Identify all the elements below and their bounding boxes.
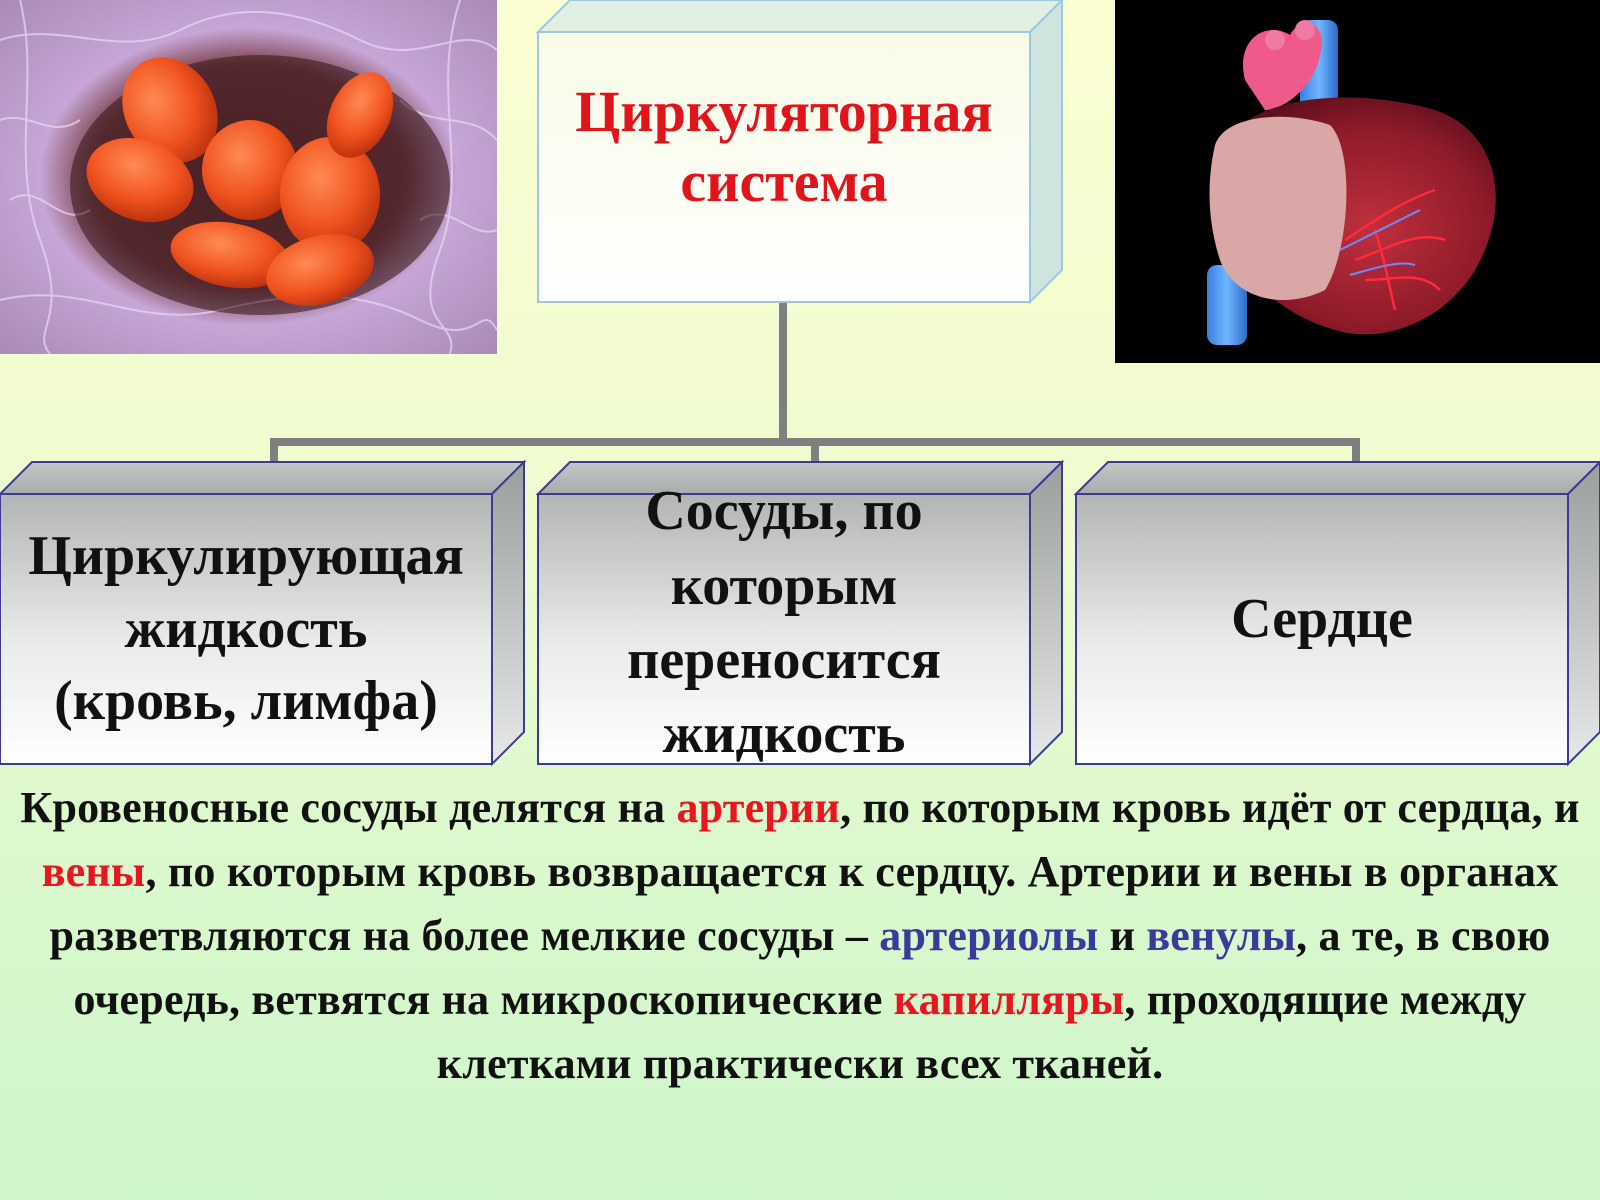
label-line: (кровь, лимфа) — [54, 670, 438, 733]
child-box-heart: Сердце — [1073, 460, 1600, 767]
label-line: Сосуды, по — [645, 480, 923, 543]
label-line: жидкость — [662, 703, 906, 766]
root-box-title: Циркуляторная система — [538, 32, 1030, 262]
description-text: , по которым кровь возвращается к сердцу… — [49, 847, 1559, 960]
child-box-label: Циркулирующая жидкость (кровь, лимфа) — [0, 494, 502, 764]
term-arterioles: артериолы — [879, 911, 1099, 960]
description-text: , проходящие между клетками практически … — [436, 975, 1527, 1088]
term-arteries: артерии — [676, 783, 841, 832]
red-blood-cells-image — [0, 0, 497, 354]
term-veins: вены — [41, 847, 146, 896]
heart-image — [1115, 0, 1600, 363]
description-text: Кровеносные сосуды делятся на — [20, 783, 677, 832]
label-line: переносится — [627, 629, 941, 691]
description-text: , по которым кровь идёт от сердца, и — [840, 783, 1580, 832]
root-box-circulatory-system: Циркуляторная система — [535, 0, 1064, 305]
term-venules: венулы — [1146, 911, 1297, 960]
child-box-label: Сосуды, по которым переносится жидкость — [538, 480, 1030, 765]
root-title-line-2: система — [680, 149, 888, 214]
label-line: жидкость — [124, 597, 368, 660]
label-line: которым — [670, 554, 898, 617]
description-paragraph: Кровеносные сосуды делятся на артерии, п… — [18, 776, 1582, 1096]
root-title-line-1: Циркуляторная — [575, 79, 993, 145]
description-text: , а те, в свою очередь, ветвятся на микр… — [73, 911, 1551, 1024]
label-line: Сердце — [1231, 587, 1413, 650]
term-capillaries: капилляры — [893, 975, 1125, 1024]
description-text: и — [1098, 911, 1147, 960]
child-box-label: Сердце — [1076, 484, 1568, 754]
label-line: Циркулирующая — [28, 524, 464, 587]
child-box-circulating-fluid: Циркулирующая жидкость (кровь, лимфа) — [0, 459, 527, 767]
child-box-vessels: Сосуды, по которым переносится жидкость — [535, 459, 1065, 767]
